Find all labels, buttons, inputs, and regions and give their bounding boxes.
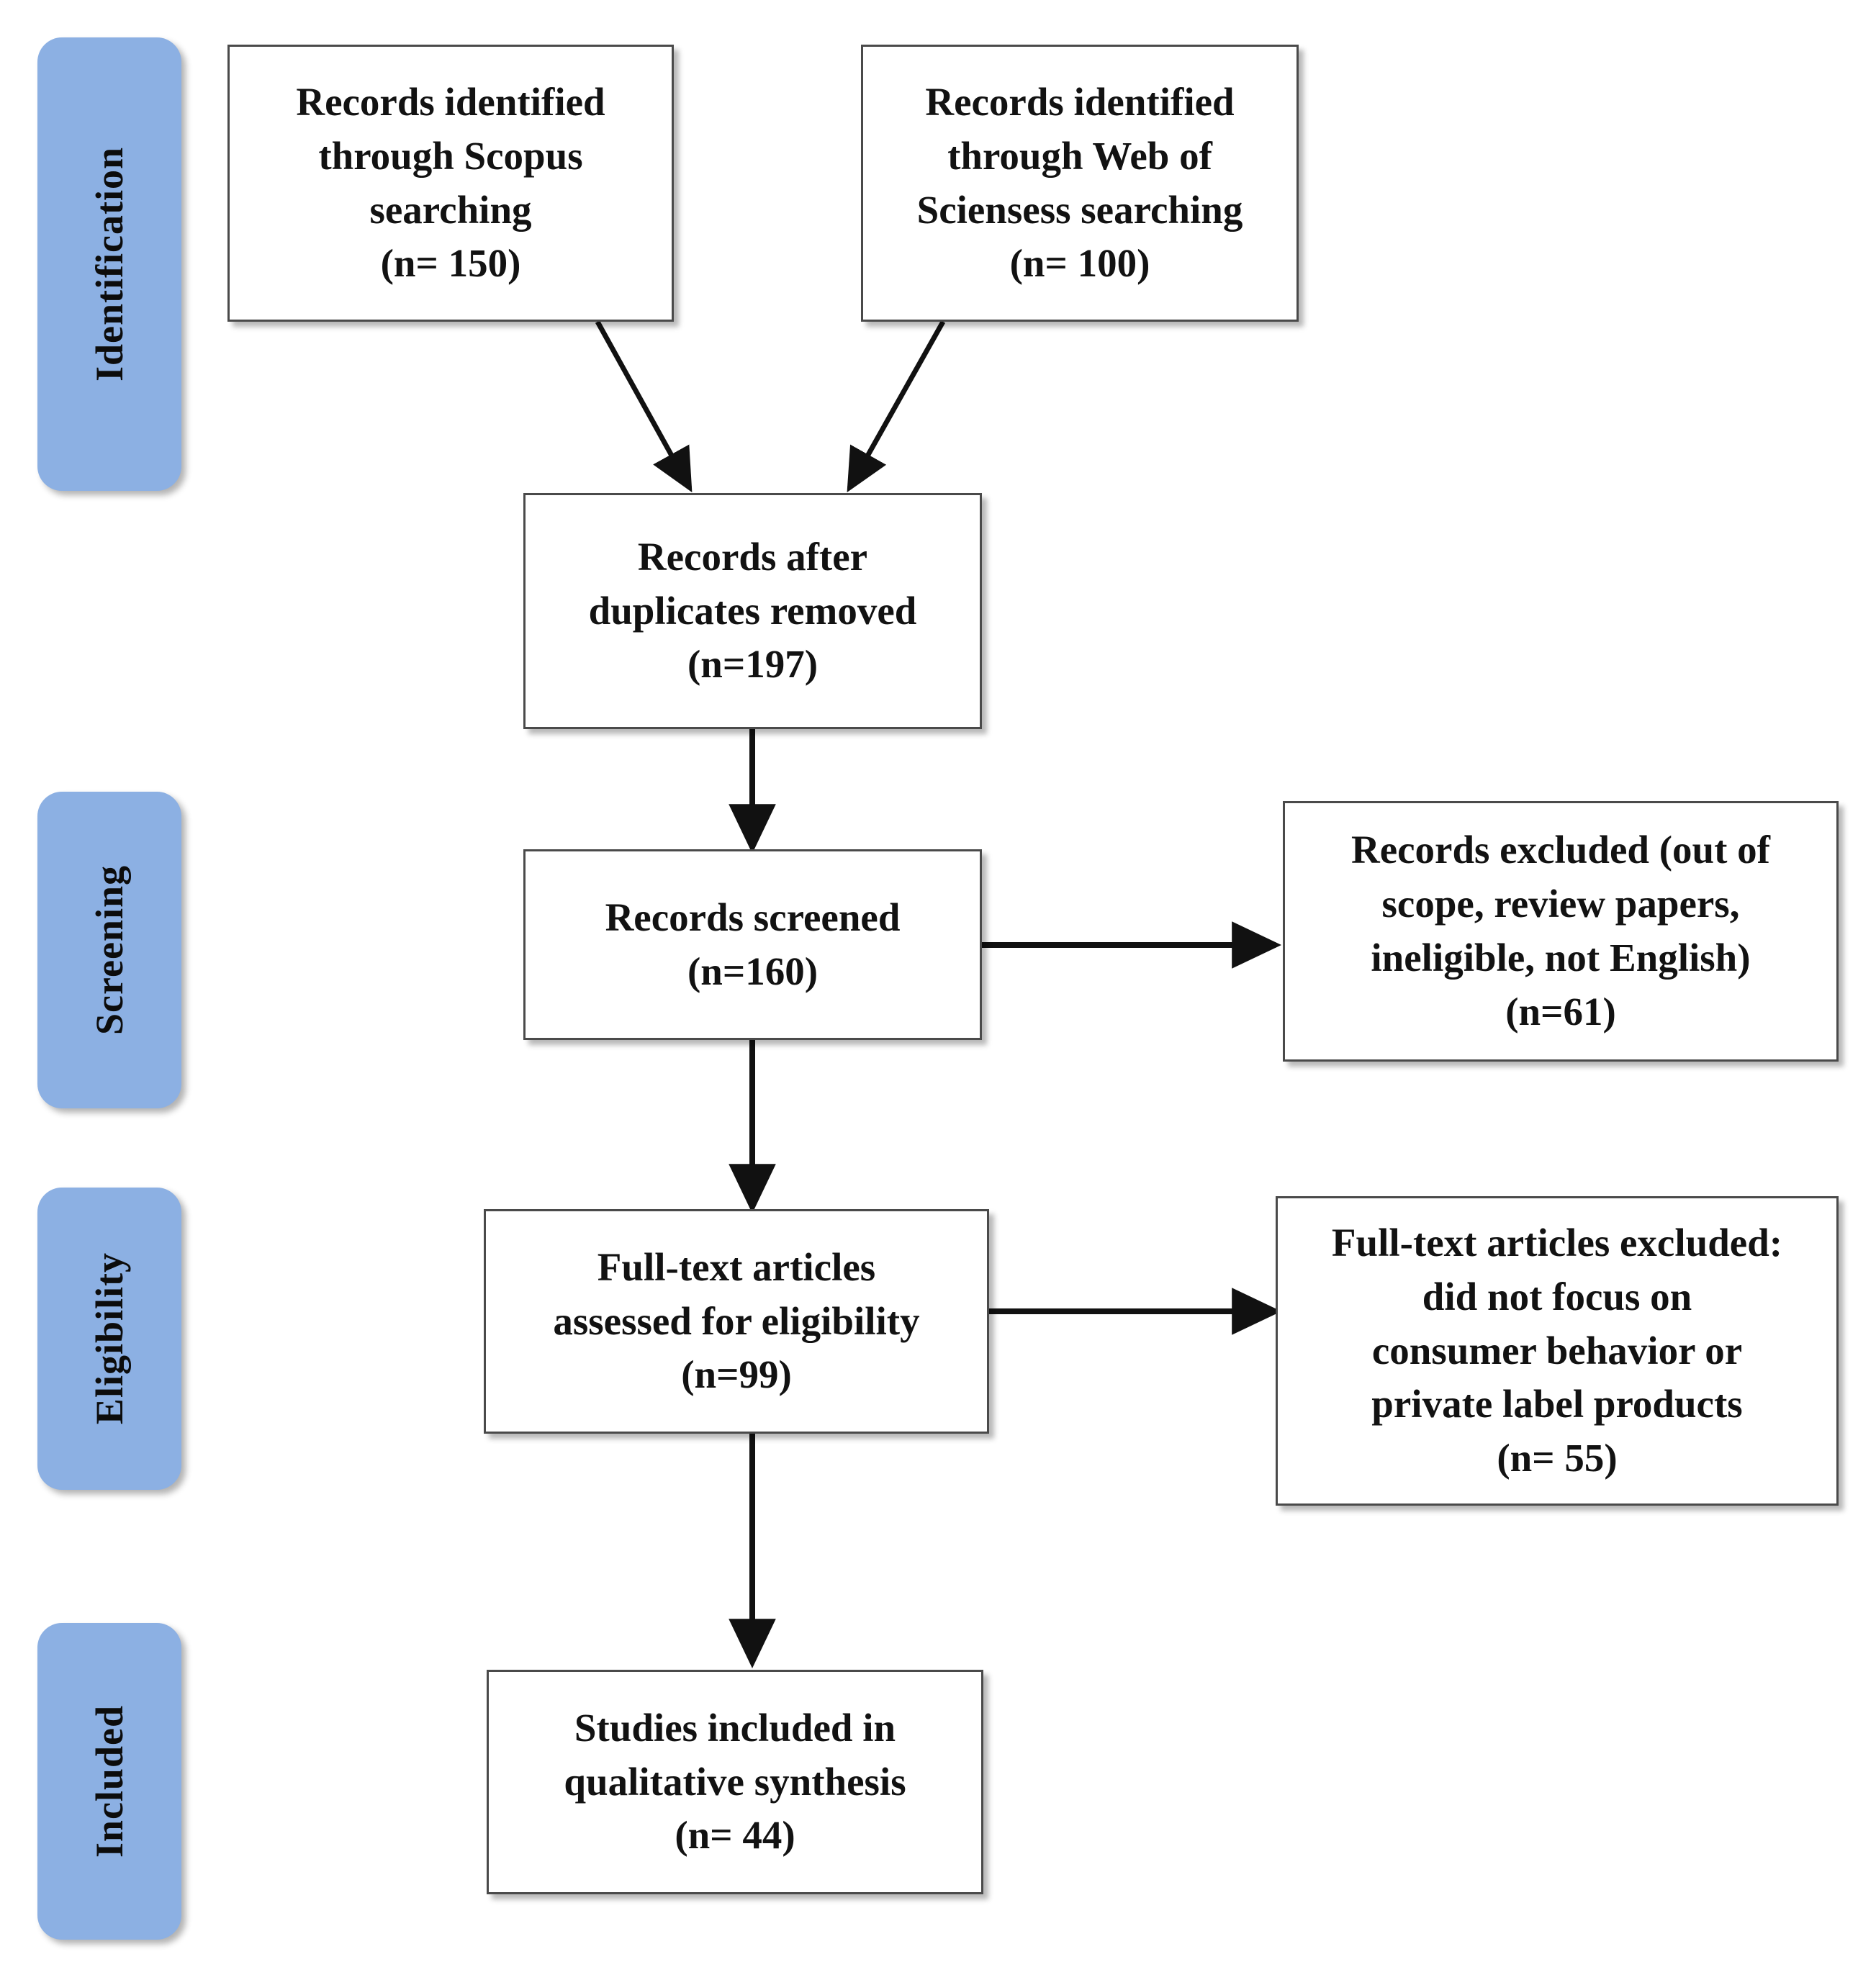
box-text-records-identified-scopus: Records identified through Scopus search… — [296, 79, 605, 286]
stage-tab-label-identification: Identification — [88, 146, 131, 381]
box-text-fulltext-articles-excluded: Full-text articles excluded: did not foc… — [1331, 1221, 1783, 1480]
stage-tab-identification[interactable]: Identification — [37, 37, 181, 491]
box-records-excluded[interactable]: Records excluded (out of scope, review p… — [1283, 801, 1839, 1062]
box-records-screened[interactable]: Records screened (n=160) — [523, 849, 982, 1040]
arrow-wos-to-duplicates — [847, 320, 946, 493]
box-text-records-excluded: Records excluded (out of scope, review p… — [1350, 828, 1770, 1034]
stage-tab-screening[interactable]: Screening — [37, 792, 181, 1108]
box-text-records-identified-web-of-science: Records identified through Web of Sciens… — [916, 79, 1243, 286]
box-records-identified-web-of-science[interactable]: Records identified through Web of Sciens… — [861, 45, 1299, 322]
box-fulltext-assessed-for-eligibility[interactable]: Full-text articles assessed for eligibil… — [484, 1209, 989, 1434]
stage-tab-included[interactable]: Included — [37, 1623, 181, 1940]
stage-tab-label-included: Included — [88, 1704, 131, 1858]
box-fulltext-articles-excluded[interactable]: Full-text articles excluded: did not foc… — [1276, 1196, 1839, 1506]
box-records-after-duplicates-removed[interactable]: Records after duplicates removed (n=197) — [523, 493, 982, 729]
box-text-records-after-duplicates-removed: Records after duplicates removed (n=197) — [588, 534, 917, 687]
arrow-scopus-to-duplicates — [595, 320, 693, 493]
box-text-records-screened: Records screened (n=160) — [605, 895, 901, 993]
box-text-fulltext-assessed-for-eligibility: Full-text articles assessed for eligibil… — [553, 1244, 920, 1397]
stage-tab-label-screening: Screening — [88, 865, 131, 1035]
stage-tab-eligibility[interactable]: Eligibility — [37, 1188, 181, 1490]
box-studies-included-qualitative-synthesis[interactable]: Studies included in qualitative synthesi… — [487, 1670, 983, 1894]
stage-tab-label-eligibility: Eligibility — [88, 1252, 131, 1425]
box-text-studies-included-qualitative-synthesis: Studies included in qualitative synthesi… — [564, 1705, 906, 1858]
box-records-identified-scopus[interactable]: Records identified through Scopus search… — [227, 45, 674, 322]
